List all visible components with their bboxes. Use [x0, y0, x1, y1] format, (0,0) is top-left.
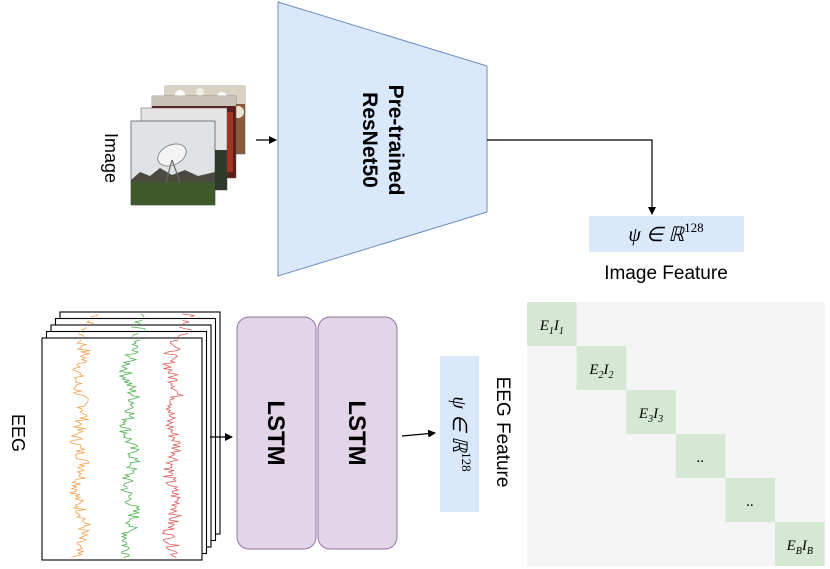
eeg-signal-trace	[177, 333, 189, 337]
image-input-stack	[130, 85, 246, 206]
matrix-diagonal-cell	[675, 434, 726, 478]
matrix-cell-e: E	[786, 538, 796, 554]
encoder-label-line2: ResNet50	[358, 92, 381, 188]
eeg-feature-label: EEG Feature	[492, 377, 513, 488]
image-feature-box	[589, 216, 744, 252]
eeg-signal-trace	[131, 326, 146, 331]
matrix-cell-e-sub: 1	[549, 326, 554, 337]
matrix-diagonal-cell	[626, 390, 676, 434]
eeg-signal-trace	[182, 313, 196, 318]
matrix-cell-dots: ..	[746, 494, 754, 510]
eeg-sheet	[41, 337, 203, 561]
resnet50-encoder	[277, 1, 488, 277]
eeg-feature-formula: ψ ∈ ℝ128	[448, 396, 474, 471]
matrix-cell-i-sub: 3	[657, 414, 663, 425]
eeg-signal-trace	[90, 313, 98, 318]
eeg-signal-trace	[161, 339, 184, 558]
eeg-signal-trace	[81, 326, 87, 331]
eeg-signal-trace	[179, 326, 192, 331]
matrix-cell-i-sub: 1	[559, 326, 564, 337]
matrix-cell-i: I	[553, 318, 560, 334]
matrix-cell-i: I	[652, 406, 659, 422]
matrix-diagonal-cell	[725, 478, 775, 522]
image-input-label: Image	[101, 133, 121, 183]
matrix-cell-label: ..	[746, 494, 754, 510]
matrix-diagonal-cell	[775, 522, 825, 566]
eeg-signal-trace	[132, 333, 139, 337]
matrix-cell-i: I	[602, 362, 609, 378]
eeg-input-stack	[41, 311, 221, 561]
image-feature-formula: ψ ∈ ℝ128	[628, 220, 703, 246]
eeg-signal-trace	[77, 333, 85, 337]
image-photo-front	[130, 120, 216, 206]
matrix-cell-e-sub: 2	[598, 370, 603, 381]
eeg-signal-trace	[118, 339, 141, 558]
eeg-input-label: EEG	[8, 414, 28, 452]
matrix-cell-label: E2I2	[588, 362, 613, 381]
matrix-cell-e: E	[638, 406, 648, 422]
eeg-signal-trace	[69, 339, 92, 558]
encoder-to-image-feature-arrow	[487, 139, 656, 215]
eeg-feature-dim: 128	[459, 452, 474, 472]
eeg-signal-trace	[182, 320, 190, 324]
encoder-label-line1: Pre-trained	[384, 85, 407, 196]
eeg-feature-formula-main: ψ ∈ ℝ	[448, 396, 470, 453]
lstm-to-eeg-feature-arrow	[401, 429, 436, 438]
matrix-cell-e-sub: B	[796, 546, 802, 557]
lstm-block-1	[236, 316, 317, 550]
matrix-diagonal-cell	[527, 302, 577, 346]
lstm-block-2-label: LSTM	[343, 400, 370, 465]
matrix-cell-i: I	[801, 538, 808, 554]
matrix-cell-label: ..	[697, 450, 705, 466]
eeg-feature-box	[440, 356, 479, 512]
matrix-cell-i-sub: B	[807, 546, 813, 557]
eeg-signal-trace	[140, 313, 145, 318]
lstm-block-1-label: LSTM	[262, 400, 289, 465]
image-feature-formula-main: ψ ∈ ℝ	[628, 224, 685, 246]
matrix-cell-label: E1I1	[539, 318, 564, 337]
eeg-signal-trace	[134, 320, 143, 324]
matrix-cell-label: EBIB	[786, 538, 813, 557]
matrix-diagonal-cell	[576, 346, 627, 390]
matrix-cell-i-sub: 2	[608, 370, 613, 381]
image-feature-label: Image Feature	[604, 263, 728, 284]
matrix-cell-e: E	[588, 362, 598, 378]
matrix-cell-e-sub: 3	[647, 414, 653, 425]
image-feature-dim: 128	[684, 220, 704, 235]
matrix-cell-label: E3I3	[638, 406, 663, 425]
matrix-cell-e: E	[539, 318, 549, 334]
lstm-block-2	[317, 316, 398, 550]
matrix-cell-dots: ..	[697, 450, 705, 466]
eeg-signal-trace	[86, 320, 94, 324]
